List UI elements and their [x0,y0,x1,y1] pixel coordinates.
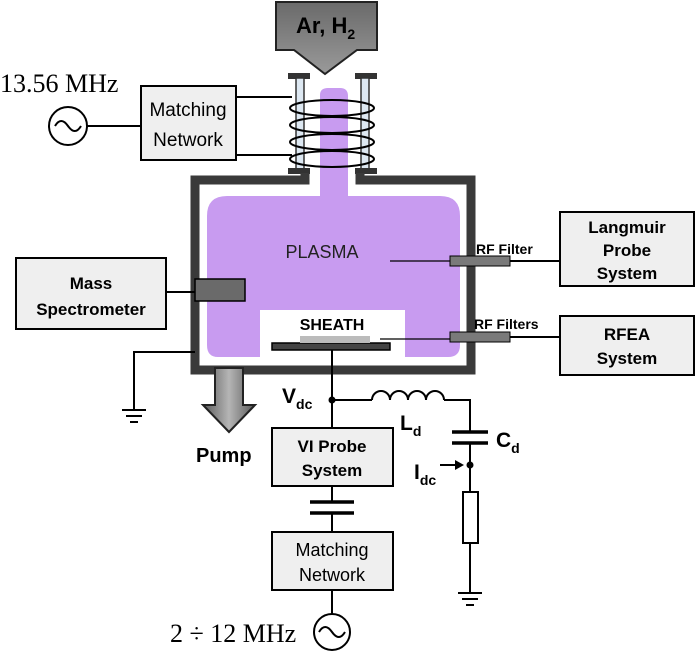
mass-spectrometer: Mass Spectrometer [15,257,167,330]
vi-probe-system: VI Probe System [271,427,394,487]
rf-filters-label: RF Filters [474,316,539,332]
svg-text:Mass: Mass [70,274,113,293]
cd-label: Cd [496,429,520,456]
svg-text:Matching: Matching [295,540,368,560]
gas-inlet-arrow [275,1,378,76]
rf-filter-label: RF Filter [476,241,533,257]
rfea-system: RFEA System [559,315,695,376]
rf-source-bottom-icon [313,613,351,651]
pump-arrow [200,367,258,434]
rf-coil [289,99,375,168]
blocking-capacitor [310,500,354,515]
coil-leads [236,96,292,156]
idc-arrow [440,460,464,470]
svg-text:VI Probe: VI Probe [298,437,367,456]
svg-text:Langmuir: Langmuir [588,218,666,237]
bias-ground [458,543,482,606]
svg-text:Probe: Probe [603,241,651,260]
matching-network-top: Matching Network [140,85,237,161]
svg-text:Network: Network [153,130,223,151]
resistor [462,491,479,544]
svg-text:RFEA: RFEA [604,325,650,344]
inductor-to-cap-wire [444,399,471,432]
gas-inlet-label: Ar, H2 [296,13,355,42]
pump-label: Pump [196,445,252,467]
inductor-ld [371,390,445,401]
rf-frequency-top: 13.56 MHz [0,69,118,98]
vdc-label: Vdc [282,385,313,412]
plasma-region [207,88,460,357]
rf-filter-element [449,255,511,267]
inductive-coil-tube [288,73,377,174]
svg-text:Matching: Matching [149,100,226,121]
ld-label: Ld [400,412,421,439]
rf-frequency-bottom: 2 ÷ 12 MHz [170,619,296,648]
sheath-label: SHEATH [300,317,365,334]
capacitor-cd [452,430,488,445]
ms-sampling-orifice [194,278,246,302]
idc-node [466,461,474,469]
svg-text:System: System [597,349,657,368]
svg-text:Spectrometer: Spectrometer [36,300,146,319]
plasma-label: PLASMA [285,242,358,262]
svg-text:System: System [597,264,657,283]
rf-source-top-icon [48,106,88,146]
idc-label: Idc [414,461,436,488]
rf-filters-element [449,331,511,343]
svg-text:Network: Network [299,565,366,585]
svg-text:System: System [302,461,362,480]
chamber-ground [122,351,195,423]
langmuir-probe-system: Langmuir Probe System [559,211,695,287]
matching-network-bottom: Matching Network [271,531,394,591]
